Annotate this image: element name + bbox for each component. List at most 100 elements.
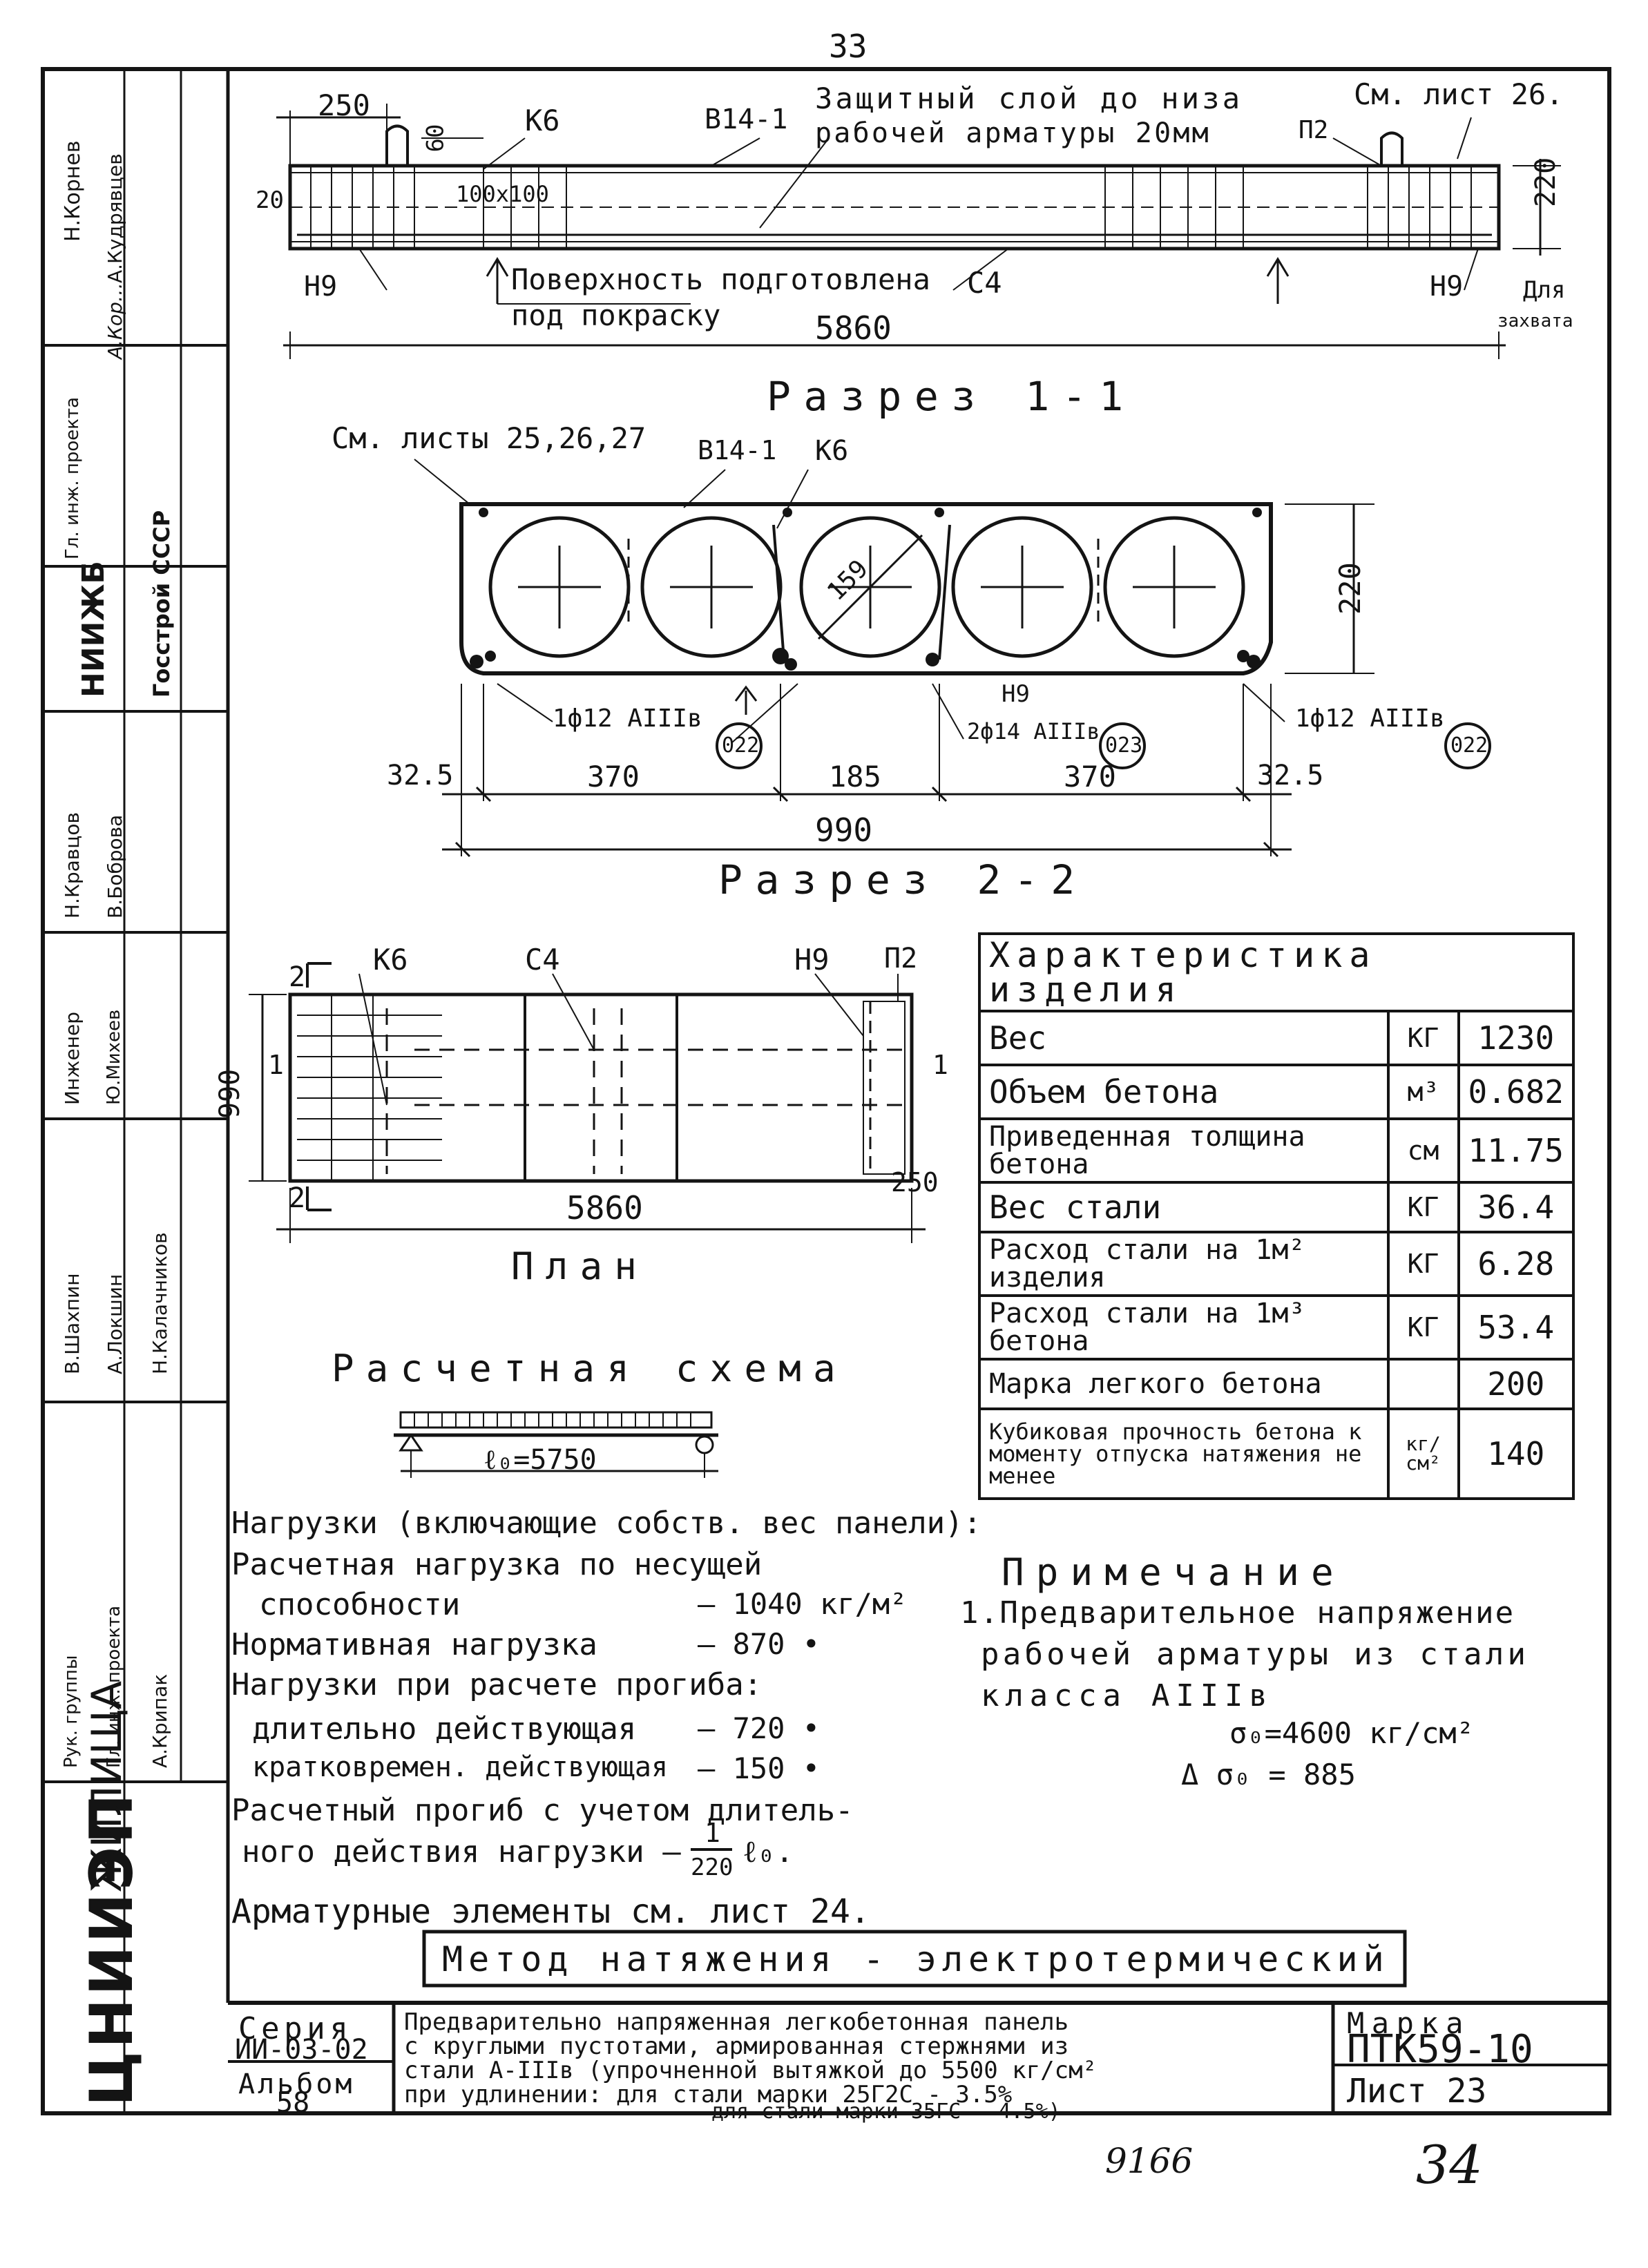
element-label: К6: [815, 435, 849, 467]
margin-name: А.Крипак: [148, 1673, 171, 1768]
spec-unit: [1386, 1358, 1460, 1410]
spec-name: Марка легкого бетона: [978, 1358, 1390, 1410]
album-value: 58: [276, 2087, 310, 2119]
note-title: Примечание: [1002, 1550, 1345, 1594]
margin-role: Инженер: [61, 1011, 84, 1105]
dim-label: 990: [815, 811, 873, 849]
position-tag: 022: [1450, 733, 1488, 758]
dim-label: 100x100: [456, 181, 549, 207]
sheet-number: Лист 23: [1347, 2072, 1487, 2111]
description-line: стали А-IIIв (упрочненной вытяжкой до 55…: [404, 2057, 1098, 2084]
note-label: рабочей арматуры 20мм: [815, 117, 1211, 149]
element-label: Н9: [304, 271, 338, 302]
margin-name: Н.Корнев: [61, 140, 85, 242]
note-label: под покраску: [511, 298, 721, 332]
rebar-label: 1ф12 АIIIв: [1295, 704, 1445, 733]
note-label: Поверхность подготовлена: [511, 262, 930, 296]
element-label: П2: [884, 943, 918, 974]
note-label: См. листы 25,26,27: [332, 421, 646, 455]
spec-value: 140: [1457, 1407, 1575, 1500]
dim-label: 250: [318, 88, 370, 122]
dim-label: 990: [214, 1068, 246, 1119]
spec-name: Вес: [978, 1010, 1390, 1066]
fraction-denominator: 220: [691, 1854, 734, 1881]
handwritten-number: 9166: [1105, 2141, 1194, 2181]
load-label: кратковремен. действующая: [252, 1751, 669, 1783]
note-label: захвата: [1497, 311, 1573, 331]
position-tag: 023: [1105, 733, 1143, 758]
series-label: Серия: [238, 2011, 353, 2046]
section-title: Разрез 2-2: [718, 856, 1088, 903]
spec-name: Расход стали на 1м³ бетона: [978, 1294, 1390, 1361]
element-label: П2: [1299, 116, 1329, 144]
load-value: — 150 •: [698, 1751, 821, 1785]
note-formula: Δ σ₀ = 885: [1181, 1758, 1356, 1791]
note-label: Для: [1523, 276, 1566, 304]
margin-role: Гл. инж. проекта: [62, 396, 83, 559]
spec-row: Приведенная толщина бетона см 11.75: [978, 1117, 1575, 1184]
page-number: 33: [829, 28, 868, 65]
spec-name: Кубиковая прочность бетона к моменту отп…: [978, 1407, 1390, 1500]
dim-label: 5860: [566, 1189, 643, 1227]
stamp-org-tail: ЖИЛИЩА: [83, 1680, 131, 1892]
spec-value: 53.4: [1457, 1294, 1575, 1361]
deflection-text: ного действия нагрузки —: [242, 1834, 681, 1870]
note-line: рабочей арматуры из стали: [981, 1637, 1530, 1672]
section-mark: 2: [289, 961, 306, 993]
element-label: С4: [967, 266, 1002, 300]
dim-label: 5860: [815, 309, 892, 347]
spec-table: Характеристика изделия Вес КГ 1230 Объем…: [978, 932, 1575, 1500]
dim-label: 185: [829, 760, 881, 794]
dim-label: 250: [891, 1167, 939, 1198]
mark-label: Марка: [1347, 2006, 1470, 2040]
note-line: класса АIIIв: [981, 1678, 1274, 1713]
note-formula: σ₀=4600 кг/см²: [1229, 1716, 1475, 1750]
margin-org: Госстрой СССР: [148, 510, 175, 698]
spec-row: Объем бетона м³ 0.682: [978, 1064, 1575, 1120]
dim-label: 370: [587, 760, 640, 794]
description-line: при удлинении: для стали марки 25Г2С - 3…: [404, 2081, 1013, 2108]
spec-unit: кг/см²: [1386, 1407, 1460, 1500]
deflection-text: Расчетный прогиб с учетом длитель-: [231, 1793, 854, 1828]
spec-value: 36.4: [1457, 1181, 1575, 1233]
album-label: Альбом: [238, 2068, 355, 2100]
spec-unit: КГ: [1386, 1010, 1460, 1066]
element-label: С4: [525, 943, 560, 977]
spec-row: Вес стали КГ 36.4: [978, 1181, 1575, 1233]
margin-name: Н.Кравцов: [61, 812, 84, 919]
description-line: Предварительно напряженная легкобетонная…: [404, 2008, 1069, 2036]
spec-unit: м³: [1386, 1064, 1460, 1120]
element-label: К6: [525, 104, 560, 137]
spec-value: 200: [1457, 1358, 1575, 1410]
spec-value: 1230: [1457, 1010, 1575, 1066]
element-label: В14-1: [698, 435, 777, 465]
mark-value: ПТК59-10: [1347, 2027, 1533, 2072]
rebar-note: Арматурные элементы см. лист 24.: [231, 1892, 870, 1931]
dim-label: 220: [1333, 562, 1367, 615]
margin-name: Н.Калачников: [148, 1232, 171, 1374]
calc-scheme-title: Расчетная схема: [332, 1347, 847, 1390]
load-label: Расчетная нагрузка по несущей: [231, 1547, 763, 1582]
spec-row: Расход стали на 1м² изделия КГ 6.28: [978, 1231, 1575, 1297]
margin-name: В.Шахпин: [61, 1273, 84, 1374]
description-line: для стали марки 35ГС - 4.5%): [711, 2099, 1061, 2124]
spec-unit: КГ: [1386, 1294, 1460, 1361]
dim-label: 32.5: [387, 760, 454, 791]
spec-unit: см: [1386, 1117, 1460, 1184]
load-label: Нормативная нагрузка: [231, 1627, 597, 1662]
fraction-tail: ℓ₀.: [742, 1834, 794, 1870]
spec-value: 6.28: [1457, 1231, 1575, 1297]
margin-name: Ю.Михеев: [104, 1009, 124, 1105]
margin-signature: А.Кор…: [104, 282, 126, 359]
description-line: с круглыми пустотами, армированная стерж…: [404, 2032, 1069, 2060]
element-label: К6: [373, 943, 408, 977]
load-value: — 720 •: [698, 1711, 821, 1745]
spec-table-title: Характеристика изделия: [978, 932, 1575, 1012]
spec-unit: КГ: [1386, 1231, 1460, 1297]
position-tag: 022: [722, 733, 760, 758]
spec-row: Кубиковая прочность бетона к моменту отп…: [978, 1407, 1575, 1500]
margin-role: Рук. группы: [61, 1655, 82, 1768]
fraction-bar: [691, 1848, 732, 1851]
margin-name: А.Локшин: [104, 1274, 126, 1374]
spec-value: 0.682: [1457, 1064, 1575, 1120]
